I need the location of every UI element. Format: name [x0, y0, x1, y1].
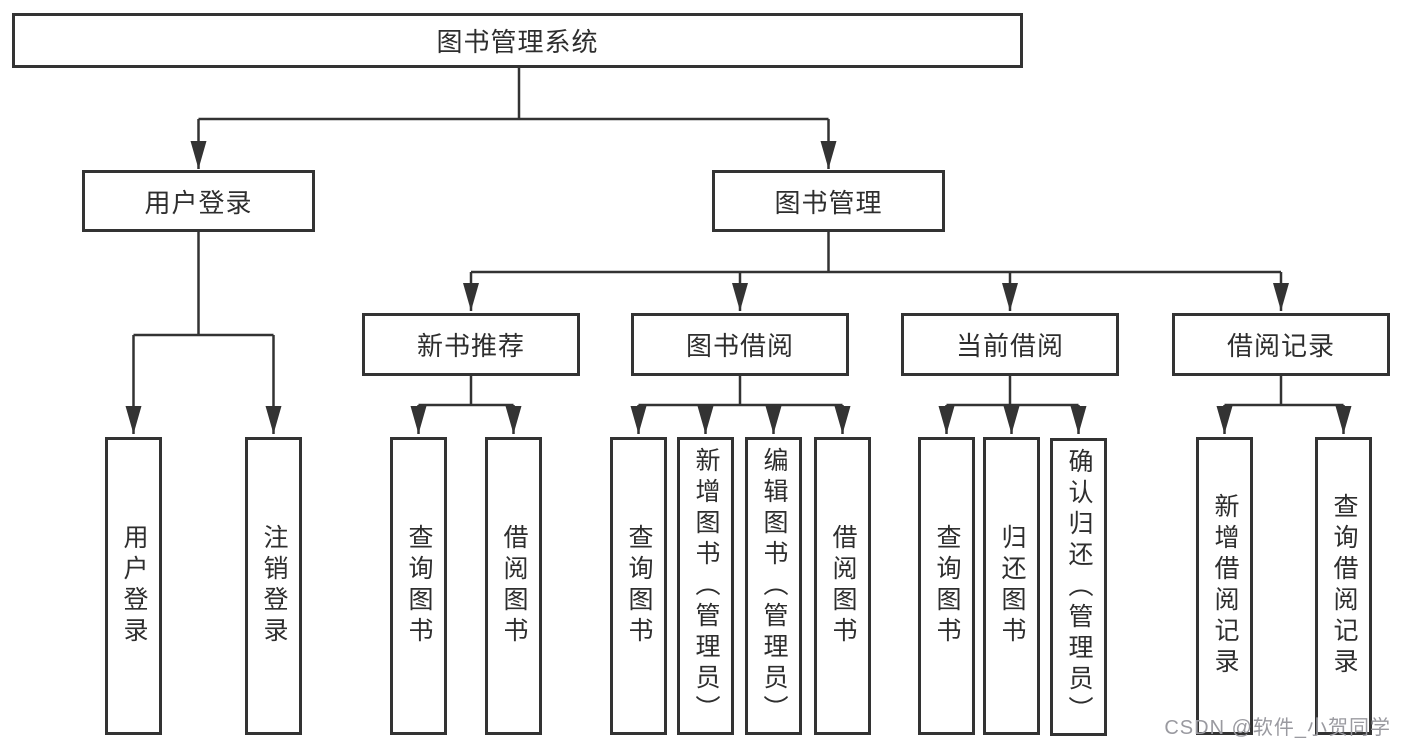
connector-root-bus: [198, 68, 829, 121]
connector-borrowrecords-bus: [1224, 376, 1344, 407]
leaf-br-add-borrow-record: 新增借阅记录: [1196, 437, 1253, 735]
node-book-mgmt: 图书管理: [712, 170, 945, 232]
leaf-nbr-borrow-books: 借阅图书: [485, 437, 542, 735]
connector-userlogin-bus: [133, 232, 274, 337]
leaf-label: 查询图书: [405, 524, 433, 648]
leaf-cb-query-books: 查询图书: [918, 437, 975, 735]
leaf-label: 新增借阅记录: [1211, 493, 1239, 679]
connector-currentborrow-bus: [946, 376, 1079, 407]
node-user-login: 用户登录: [82, 170, 315, 232]
node-root: 图书管理系统: [12, 13, 1023, 68]
leaf-bb-edit-book-admin: 编辑图书（管理员）: [745, 437, 802, 735]
leaf-br-query-borrow-record: 查询借阅记录: [1315, 437, 1372, 735]
leaf-label: 查询图书: [933, 524, 961, 648]
node-book-borrow: 图书借阅: [631, 313, 849, 376]
leaf-bb-query-books: 查询图书: [610, 437, 667, 735]
leaf-user-login: 用户登录: [105, 437, 162, 735]
leaf-bb-borrow-books: 借阅图书: [814, 437, 871, 735]
node-new-book-rec: 新书推荐: [362, 313, 580, 376]
leaf-label: 确认归还（管理员）: [1065, 447, 1093, 727]
connector-newbookrec-bus: [418, 376, 514, 407]
leaf-label: 编辑图书（管理员）: [760, 446, 788, 726]
watermark: CSDN @软件_小贺同学: [1164, 717, 1391, 739]
connector-bookmgmt-bus: [471, 232, 1281, 274]
leaf-bb-add-book-admin: 新增图书（管理员）: [677, 437, 734, 735]
leaf-label: 借阅图书: [829, 524, 857, 648]
leaf-label: 归还图书: [998, 524, 1026, 648]
node-borrow-records: 借阅记录: [1172, 313, 1390, 376]
leaf-label: 新增图书（管理员）: [692, 446, 720, 726]
leaf-cb-confirm-return-admin: 确认归还（管理员）: [1050, 438, 1107, 736]
leaf-label: 注销登录: [260, 524, 288, 648]
leaf-logout: 注销登录: [245, 437, 302, 735]
leaf-cb-return-books: 归还图书: [983, 437, 1040, 735]
node-current-borrow: 当前借阅: [901, 313, 1119, 376]
leaf-label: 借阅图书: [500, 524, 528, 648]
leaf-label: 用户登录: [120, 524, 148, 648]
connector-bookborrow-bus: [638, 376, 843, 407]
leaf-nbr-query-books: 查询图书: [390, 437, 447, 735]
leaf-label: 查询借阅记录: [1330, 493, 1358, 679]
leaf-label: 查询图书: [625, 524, 653, 648]
